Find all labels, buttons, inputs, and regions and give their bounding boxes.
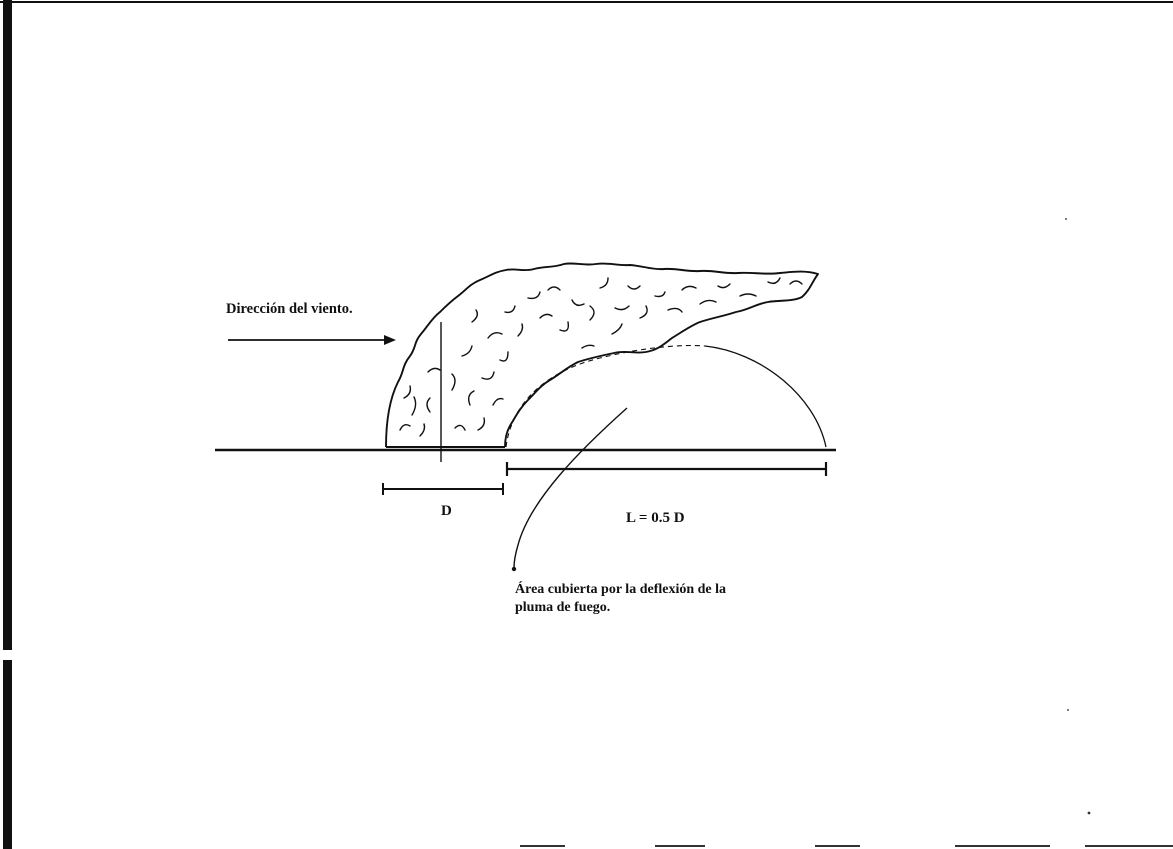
flame-texture [400,278,802,436]
fire-plume-outline [386,263,818,447]
diameter-label: D [441,503,452,519]
speck-1 [1065,218,1067,220]
dimension-d [383,483,503,495]
area-label-line1: Área cubierta por la deflexión de la [515,580,726,597]
leader-dot [512,567,516,571]
area-label-line2: pluma de fuego. [515,600,610,615]
dimension-l [507,462,826,476]
speck-3 [1088,812,1091,815]
coverage-arc-hidden [506,346,705,448]
leader-line [514,408,627,568]
speck-2 [1067,709,1069,711]
wind-direction-label: Dirección del viento. [226,301,353,317]
wind-arrow [228,335,396,345]
deflection-length-label: L = 0.5 D [626,510,685,526]
left-border-bar-upper [3,0,12,650]
left-border-bar-lower [3,660,12,849]
coverage-arc [705,346,826,447]
